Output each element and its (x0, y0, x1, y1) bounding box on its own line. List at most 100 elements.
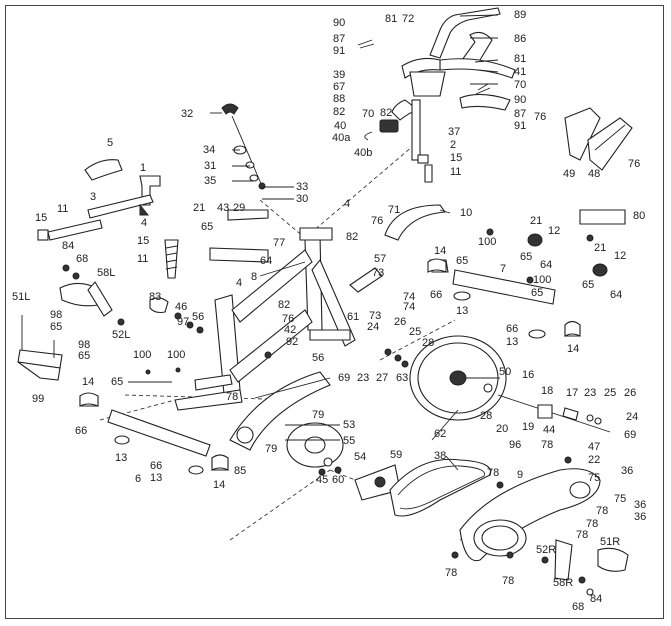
part-label: 14 (434, 245, 446, 257)
part-label: 78 (541, 439, 553, 451)
part-label: 81 (385, 13, 397, 25)
part-label: 45 (316, 474, 328, 486)
diagram-border (5, 5, 664, 619)
part-label: 86 (514, 33, 526, 45)
part-label: 76 (628, 158, 640, 170)
part-label: 14 (82, 376, 94, 388)
part-label: 65 (531, 287, 543, 299)
part-label: 66 (430, 289, 442, 301)
part-label: 64 (260, 255, 272, 267)
seat-assembly (37, 159, 179, 279)
part-label: 15 (450, 152, 462, 164)
part-label: 74 (403, 301, 415, 313)
part-label: 4 (141, 217, 147, 229)
brake-cover (209, 204, 447, 293)
part-label: 12 (548, 225, 560, 237)
part-label: 87 (333, 33, 345, 45)
part-label: 11 (57, 203, 68, 215)
part-label: 50 (499, 366, 511, 378)
part-label: 57 (374, 253, 386, 265)
part-label: 64 (610, 289, 622, 301)
part-label: 82 (380, 107, 392, 119)
part-label: 92 (286, 336, 298, 348)
part-label: 66 (75, 425, 87, 437)
flywheel (409, 335, 507, 421)
part-label: 36 (634, 499, 646, 511)
part-label: 78 (502, 575, 514, 587)
part-label: 32 (181, 108, 193, 120)
part-label: 23 (357, 372, 369, 384)
part-label: 22 (588, 454, 600, 466)
part-label: 37 (448, 126, 460, 138)
part-label: 26 (394, 316, 406, 328)
part-label: 15 (137, 235, 149, 247)
part-label: 51L (12, 291, 30, 303)
part-label: 62 (434, 428, 446, 440)
drive-belt (389, 458, 492, 517)
part-label: 82 (278, 299, 290, 311)
part-label: 65 (50, 321, 62, 333)
part-label: 40b (354, 147, 372, 159)
part-label: 76 (371, 215, 383, 227)
part-label: 84 (590, 593, 602, 605)
part-label: 100 (167, 349, 185, 361)
part-label: 55 (343, 435, 355, 447)
part-label: 84 (62, 240, 74, 252)
part-label: 68 (572, 601, 584, 613)
part-label: 40 (334, 120, 346, 132)
part-label: 78 (596, 505, 608, 517)
part-label: 36 (634, 511, 646, 523)
part-label: 14 (213, 479, 225, 491)
part-label: 87 (514, 108, 526, 120)
part-label: 79 (265, 443, 277, 455)
part-label: 73 (372, 267, 384, 279)
part-label: 66 (150, 460, 162, 472)
part-label: 65 (520, 251, 532, 263)
part-label: 21 (193, 202, 205, 214)
part-label: 90 (333, 17, 345, 29)
part-label: 31 (204, 160, 216, 172)
part-label: 27 (376, 372, 388, 384)
part-label: 66 (506, 323, 518, 335)
part-label: 13 (115, 452, 127, 464)
part-label: 100 (133, 349, 151, 361)
part-label: 24 (367, 321, 379, 333)
part-label: 65 (78, 350, 90, 362)
part-label: 85 (234, 465, 246, 477)
part-label: 4 (344, 198, 350, 210)
part-label: 47 (588, 441, 600, 453)
part-label: 83 (149, 291, 161, 303)
part-label: 29 (233, 202, 245, 214)
part-label: 42 (284, 324, 296, 336)
part-label: 59 (390, 449, 402, 461)
part-label: 89 (514, 9, 526, 21)
part-label: 11 (137, 253, 148, 265)
part-label: 64 (540, 259, 552, 271)
part-label: 78 (487, 467, 499, 479)
part-label: 63 (396, 372, 408, 384)
axle-hardware (497, 394, 611, 433)
part-label: 10 (460, 207, 472, 219)
part-label: 9 (517, 469, 523, 481)
part-label: 82 (346, 231, 358, 243)
part-label: 26 (624, 387, 636, 399)
part-label: 16 (522, 369, 534, 381)
part-label: 91 (333, 45, 345, 57)
part-label: 21 (530, 215, 542, 227)
part-label: 30 (296, 193, 308, 205)
part-label: 71 (388, 204, 400, 216)
part-label: 43 (217, 202, 229, 214)
part-label: 80 (633, 210, 645, 222)
part-label: 82 (333, 106, 345, 118)
resistance-knob-post (221, 103, 266, 190)
part-label: 65 (582, 279, 594, 291)
left-pedal-assembly (17, 281, 169, 381)
part-label: 39 (333, 69, 345, 81)
part-label: 90 (514, 94, 526, 106)
part-label: 4 (236, 277, 242, 289)
foot-pads (79, 258, 581, 471)
part-label: 52L (112, 329, 130, 341)
part-label: 70 (362, 108, 374, 120)
part-label: 3 (90, 191, 96, 203)
part-label: 76 (534, 111, 546, 123)
